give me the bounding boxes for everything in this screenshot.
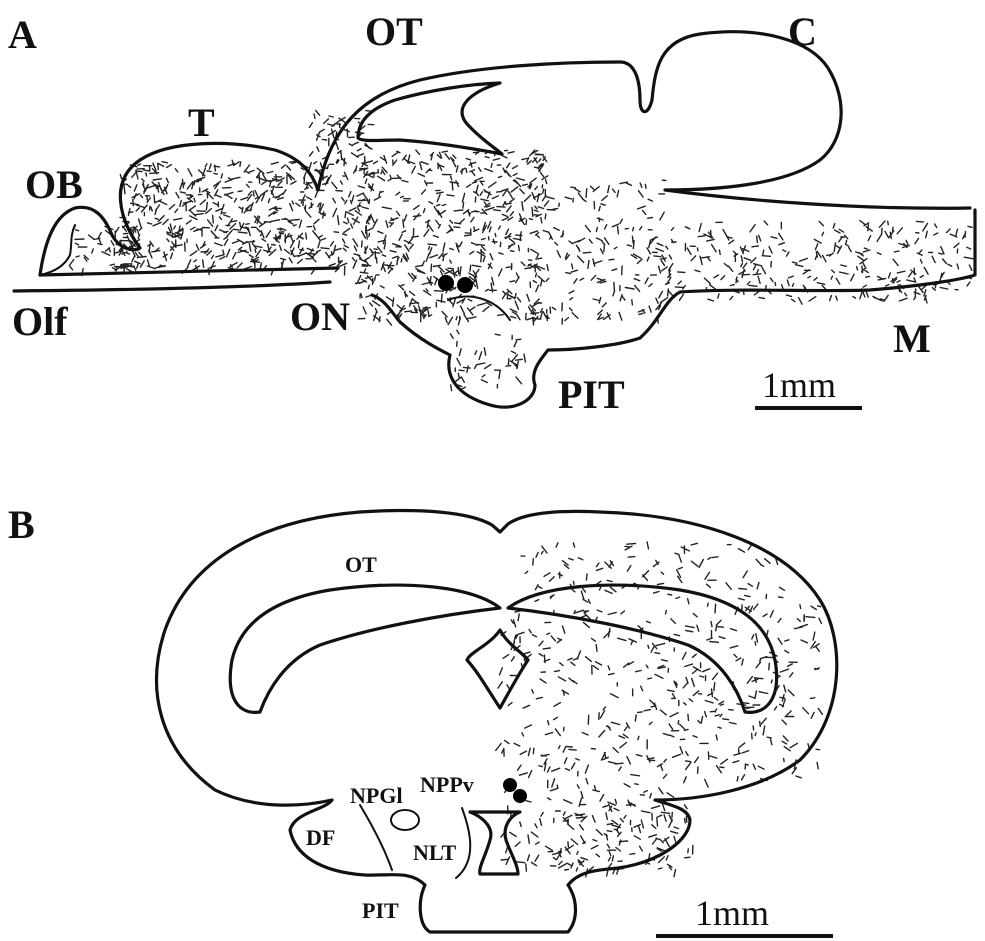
label-pit-a: PIT <box>558 372 625 417</box>
marker-dot-2 <box>457 277 473 293</box>
nlt-boundary <box>456 808 470 878</box>
label-ot-a: OT <box>365 9 423 54</box>
midline-ventricle <box>467 630 528 708</box>
label-df: DF <box>306 825 335 850</box>
panel-a: A OT C T OB Olf ON PIT M 1mm <box>8 9 975 417</box>
label-pit-b: PIT <box>362 898 399 923</box>
label-olf: Olf <box>12 299 68 344</box>
label-ob: OB <box>25 162 83 207</box>
marker-dot-b2 <box>513 789 527 803</box>
scale-bar-a-label: 1mm <box>762 365 836 405</box>
label-nlt: NLT <box>413 840 457 865</box>
label-npgl: NPGl <box>350 783 403 808</box>
panel-b: B OT NPGl NPPv DF NLT PIT 1mm <box>8 502 837 936</box>
panel-b-letter: B <box>8 502 35 547</box>
label-t: T <box>188 100 215 145</box>
marker-dot-1 <box>438 275 454 291</box>
left-ventricle <box>230 585 500 712</box>
npgl-nucleus <box>391 810 419 830</box>
label-c: C <box>788 9 817 54</box>
label-m: M <box>893 316 931 361</box>
label-nppv: NPPv <box>420 772 474 797</box>
marker-dot-b1 <box>503 778 517 792</box>
third-ventricle <box>470 812 520 874</box>
transverse-outer-outline <box>157 511 837 932</box>
label-ot-b: OT <box>345 552 377 577</box>
sagittal-dorsal-outline <box>40 32 970 275</box>
fiber-stipple-a <box>69 111 972 391</box>
tectal-ventricle <box>358 83 502 154</box>
scale-bar-b-label: 1mm <box>695 893 769 933</box>
df-boundary <box>360 805 392 870</box>
panel-a-letter: A <box>8 12 37 57</box>
panel-a-stipple <box>69 111 972 391</box>
label-on: ON <box>290 294 350 339</box>
